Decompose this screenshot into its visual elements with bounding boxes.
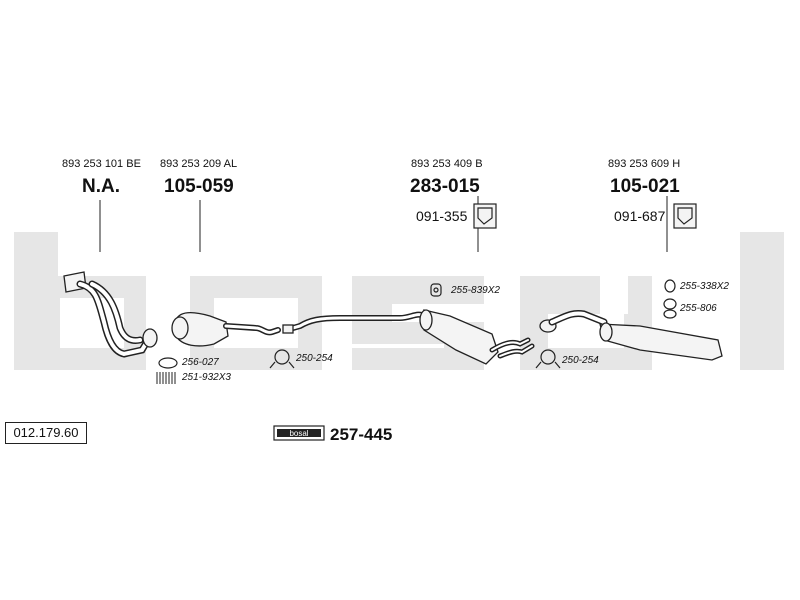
rubber-ring-icon <box>664 279 676 293</box>
clamp-icon <box>535 349 561 369</box>
leader-lines <box>99 196 668 252</box>
clamp-code-1: 250-254 <box>296 353 333 364</box>
accessory-hanger-icon <box>473 203 497 229</box>
rubber-hanger-icon <box>430 283 442 297</box>
part1-oem-number: 893 253 101 BE <box>62 158 141 170</box>
part4-oem-number: 893 253 609 H <box>608 158 681 170</box>
gasket-ring-icon <box>158 357 178 369</box>
part4-number: 105-021 <box>610 176 680 197</box>
part2-number: 105-059 <box>164 176 234 197</box>
part3-accessory-number: 091-355 <box>416 208 468 224</box>
clamp-code-2: 250-254 <box>562 355 599 366</box>
rubber-mount-icon <box>663 298 677 319</box>
mounting-kit-badge-icon: bosal <box>273 425 325 441</box>
spring-icon <box>156 372 176 384</box>
part3-oem-number: 893 253 409 B <box>411 158 483 170</box>
rubber-mount-code: 255-806 <box>680 303 717 314</box>
rubber-ring-code: 255-338X2 <box>680 281 729 292</box>
gasket-code: 256-027 <box>182 357 219 368</box>
part4-accessory-number: 091-687 <box>614 208 666 224</box>
front-pipe <box>63 271 158 358</box>
middle-silencer <box>282 309 535 365</box>
part1-number: N.A. <box>82 176 120 197</box>
part3-number: 283-015 <box>410 176 480 197</box>
front-silencer <box>171 312 281 347</box>
rear-silencer <box>539 310 723 361</box>
catalog-reference: 012.179.60 <box>5 422 87 444</box>
kit-badge-text: bosal <box>289 429 308 438</box>
spring-code: 251-932X3 <box>182 372 231 383</box>
mounting-kit-number: 257-445 <box>330 425 393 444</box>
part2-oem-number: 893 253 209 AL <box>160 158 238 170</box>
accessory-hanger-icon <box>673 203 697 229</box>
rubber-hanger-code: 255-839X2 <box>451 285 500 296</box>
clamp-icon <box>269 349 295 369</box>
